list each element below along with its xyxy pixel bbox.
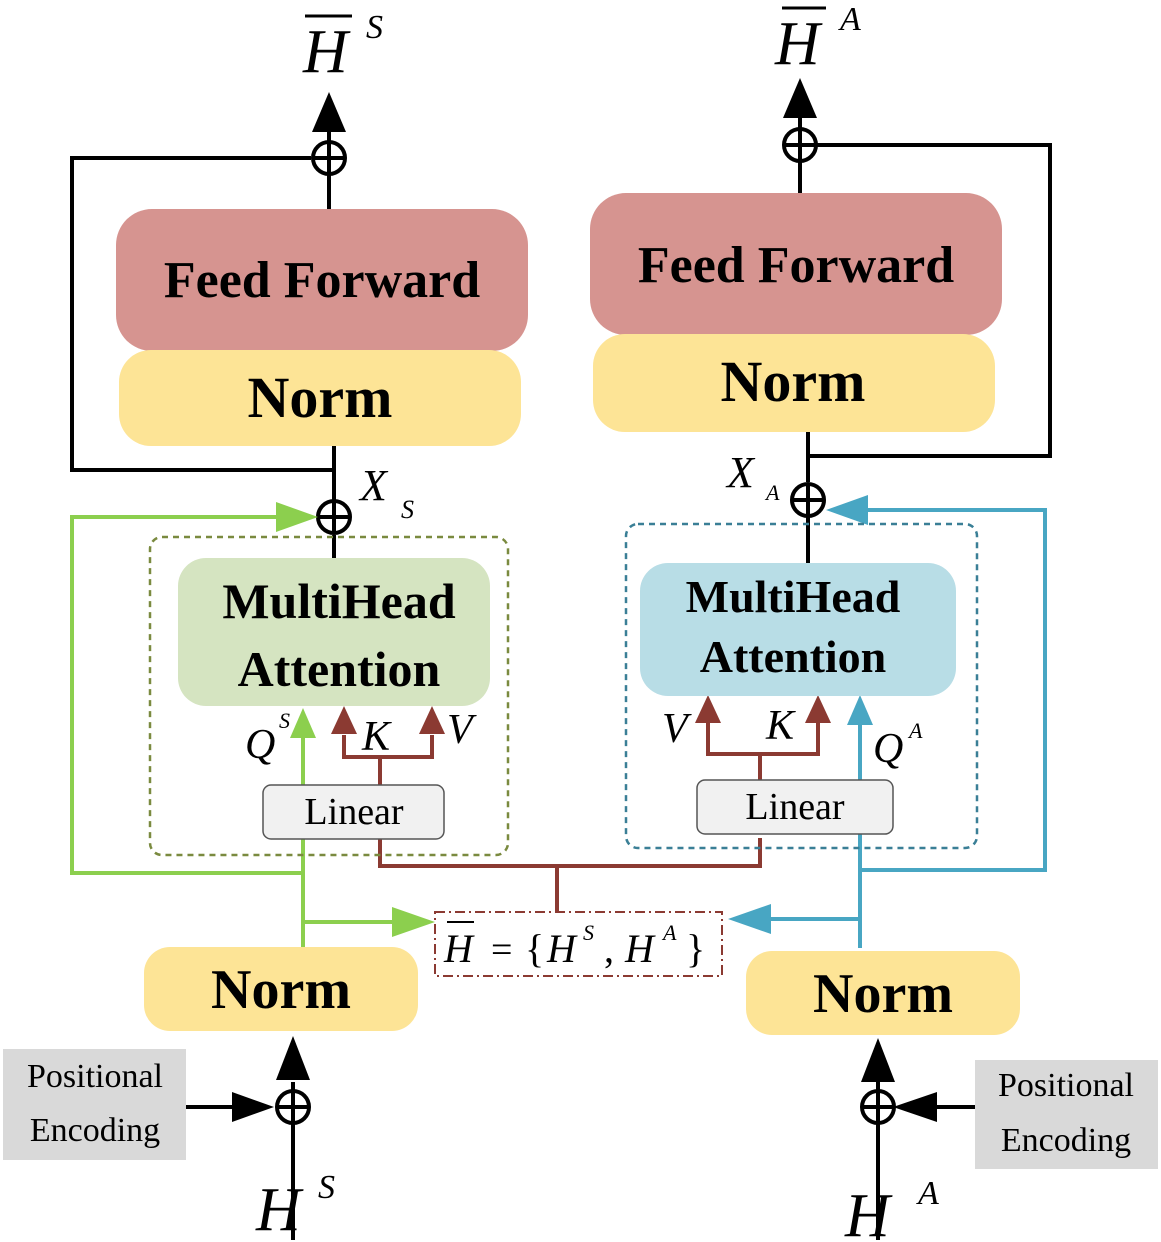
right-feed-forward-label: Feed Forward bbox=[638, 237, 954, 294]
concat-eq: = bbox=[491, 929, 512, 971]
concat-expression: H = { H S , H A } bbox=[443, 920, 705, 971]
right-positional-label-line2: Encoding bbox=[1001, 1122, 1131, 1159]
right-q-label: Q A bbox=[873, 718, 923, 772]
left-norm-top-box bbox=[119, 350, 521, 446]
svg-text:Q: Q bbox=[873, 726, 903, 772]
right-attention-dashed-frame bbox=[624, 522, 979, 850]
concat-lhs: H bbox=[443, 926, 475, 971]
left-norm-input-arrowhead bbox=[276, 1036, 310, 1080]
svg-text:X: X bbox=[725, 448, 756, 497]
left-residual-arrowhead bbox=[276, 502, 318, 532]
right-norm-top-box bbox=[593, 334, 995, 432]
right-v-arrowhead bbox=[695, 695, 721, 723]
right-positional-arrowhead bbox=[893, 1092, 937, 1122]
svg-text:X: X bbox=[358, 461, 389, 510]
concat-dashdot-frame bbox=[434, 911, 723, 977]
svg-text:H: H bbox=[302, 18, 351, 86]
brown-kv-lines bbox=[342, 722, 820, 912]
right-residual-arrowhead bbox=[826, 495, 868, 525]
left-feed-forward-box bbox=[116, 209, 528, 351]
left-q-label: Q S bbox=[245, 708, 290, 768]
right-v-label: V bbox=[662, 706, 692, 752]
right-residual-add-circle bbox=[790, 482, 826, 518]
left-attention-box bbox=[178, 558, 490, 706]
right-k-label: K bbox=[765, 703, 796, 749]
left-feed-forward-label: Feed Forward bbox=[164, 252, 480, 309]
svg-text:H: H bbox=[774, 10, 823, 78]
right-output-arrowhead bbox=[783, 78, 817, 118]
left-residual-label: X S bbox=[358, 461, 414, 524]
right-input-add-circle bbox=[860, 1089, 896, 1125]
left-output-label: H S bbox=[302, 9, 383, 86]
svg-text:S: S bbox=[279, 708, 290, 733]
left-attention-dashed-frame bbox=[148, 535, 510, 857]
left-q-arrowhead bbox=[290, 708, 316, 738]
svg-text:A: A bbox=[916, 1175, 939, 1212]
svg-text:S: S bbox=[318, 1169, 335, 1206]
right-q-arrowhead bbox=[847, 695, 873, 725]
left-norm-top-label: Norm bbox=[248, 365, 393, 430]
svg-text:S: S bbox=[366, 9, 383, 46]
left-positional-box bbox=[3, 1049, 186, 1160]
left-positional-label-line2: Encoding bbox=[30, 1112, 160, 1149]
left-output-arrowhead bbox=[312, 92, 346, 132]
right-attention-label-line1: MultiHead bbox=[686, 571, 901, 622]
left-k-arrowhead bbox=[331, 706, 357, 734]
concat-open-brace: { bbox=[525, 926, 544, 971]
left-norm-bottom-box bbox=[144, 947, 418, 1031]
right-concat-arrowhead bbox=[728, 904, 771, 934]
svg-text:A: A bbox=[838, 1, 861, 38]
right-norm-input-arrowhead bbox=[861, 1038, 895, 1082]
right-positional-box bbox=[975, 1060, 1158, 1169]
left-concat-arrowhead bbox=[392, 907, 435, 937]
left-v-label: V bbox=[447, 707, 477, 753]
left-linear-label: Linear bbox=[304, 791, 404, 833]
svg-text:A: A bbox=[764, 480, 780, 505]
left-input-add-circle bbox=[275, 1089, 311, 1125]
left-norm-bottom-label: Norm bbox=[211, 959, 351, 1021]
right-attention-label-line2: Attention bbox=[700, 631, 887, 682]
concat-h2: H bbox=[624, 926, 656, 971]
right-feed-forward-box bbox=[590, 193, 1002, 335]
right-attention-box bbox=[640, 563, 956, 696]
right-k-arrowhead bbox=[805, 695, 831, 723]
left-residual-add-circle bbox=[316, 499, 352, 535]
left-output-add-circle bbox=[311, 140, 347, 176]
right-blue-lines bbox=[768, 508, 1047, 948]
right-norm-bottom-box bbox=[746, 951, 1020, 1035]
right-output-add-circle bbox=[782, 127, 818, 163]
right-norm-bottom-label: Norm bbox=[813, 963, 953, 1025]
right-norm-top-label: Norm bbox=[721, 349, 866, 414]
svg-text:H: H bbox=[844, 1182, 893, 1242]
concat-h2-sup: A bbox=[661, 920, 677, 945]
svg-text:Q: Q bbox=[245, 722, 275, 768]
right-linear-box bbox=[696, 779, 894, 835]
right-input-label: H A bbox=[844, 1175, 939, 1242]
left-positional-arrowhead bbox=[232, 1092, 274, 1122]
concat-h1: H bbox=[546, 926, 578, 971]
left-green-lines bbox=[70, 515, 395, 948]
right-positional-label-line1: Positional bbox=[998, 1067, 1134, 1104]
left-attention-label-line1: MultiHead bbox=[222, 573, 456, 629]
left-input-label: H S bbox=[255, 1169, 335, 1242]
right-residual-label: X A bbox=[725, 448, 780, 505]
svg-text:A: A bbox=[907, 718, 923, 743]
right-linear-label: Linear bbox=[745, 786, 845, 828]
left-v-arrowhead bbox=[419, 706, 445, 734]
concat-h1-sup: S bbox=[583, 920, 594, 945]
svg-text:S: S bbox=[401, 495, 414, 524]
left-positional-label-line1: Positional bbox=[27, 1058, 163, 1095]
left-attention-label-line2: Attention bbox=[238, 641, 441, 697]
concat-close-brace: } bbox=[686, 926, 705, 971]
concat-comma: , bbox=[604, 926, 614, 971]
svg-text:H: H bbox=[255, 1176, 304, 1242]
right-output-label: H A bbox=[774, 1, 861, 78]
left-linear-box bbox=[262, 784, 445, 840]
left-k-label: K bbox=[361, 714, 392, 760]
